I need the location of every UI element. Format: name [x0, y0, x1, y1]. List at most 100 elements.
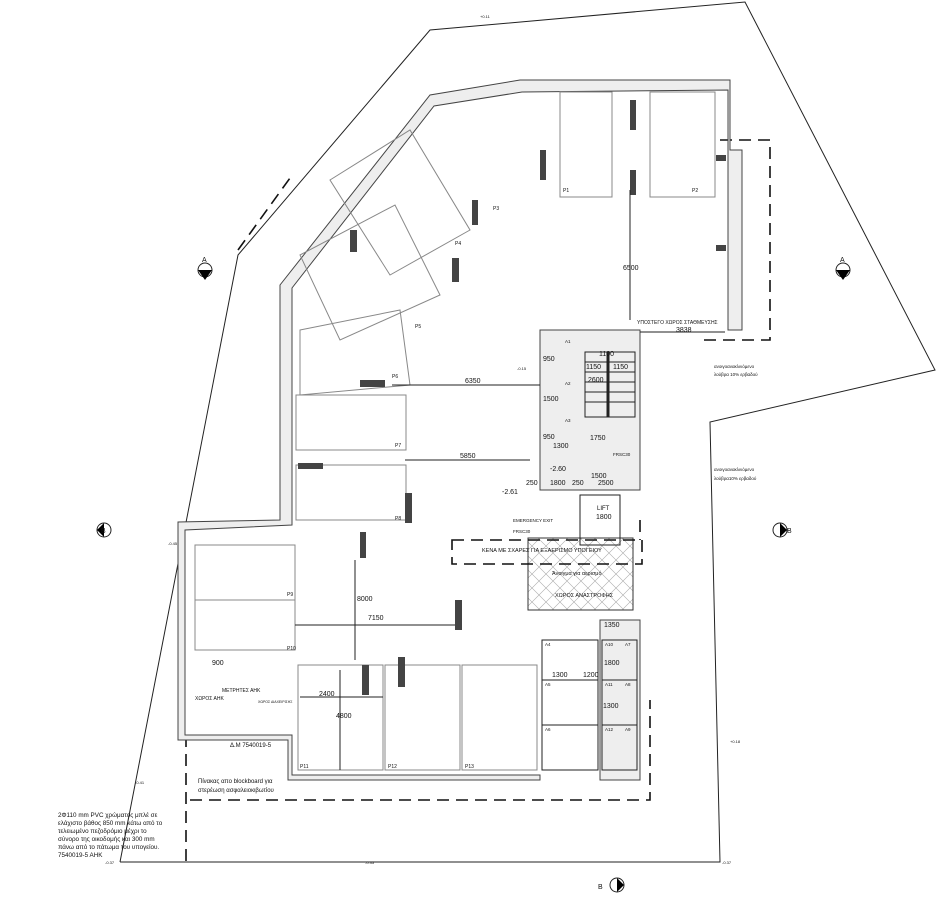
level-labels: -2.60 -2.61 -0.15 +0.11 -0.41 -0.37 -0.3… [105, 14, 741, 865]
dim: 1150 [613, 364, 628, 371]
level: -2.61 [502, 489, 518, 496]
storage-label: A4 [545, 642, 551, 647]
dim: 2400 [319, 691, 335, 698]
dim: 1100 [599, 351, 614, 358]
louvre-note-1a: ανοιγοανακλινόμενο [714, 363, 755, 369]
dim: 2600 [588, 377, 604, 384]
pipe-note-line: 2Φ110 mm PVC χρώματος μπλέ σε [58, 811, 158, 819]
dim: 1150 [586, 364, 601, 371]
section-b-left: B [101, 528, 106, 535]
dim: 7150 [368, 615, 384, 622]
eac-room-label: ΧΩΡΟΣ ΑΗΚ [195, 696, 224, 702]
ventilation-opening-label: Άνοιγμα για αερισμό [552, 570, 602, 577]
section-b-bottom: B [598, 884, 603, 891]
dim: 250 [526, 480, 538, 487]
columns [298, 100, 726, 695]
dim: 1800 [604, 660, 620, 667]
parking-label: P1 [563, 188, 569, 194]
parking-label: P11 [300, 764, 309, 770]
pipe-note-line: ελάχιστο βάθος 850 mm κάτω από το [58, 819, 163, 827]
dim: 1300 [603, 703, 619, 710]
louvre-note-2a: ανοιγοανακλινόμενο [714, 466, 755, 472]
storage-label: A5 [545, 682, 551, 687]
dim: 2500 [598, 480, 614, 487]
covered-parking-label: ΥΠΟΣΤΕΓΟ ΧΩΡΟΣ ΣΤΑΘΜΕΥΣΗΣ [637, 320, 718, 326]
storage-label: A6 [545, 727, 551, 732]
parking-label: P3 [493, 206, 499, 212]
dim: 1200 [583, 672, 599, 679]
storage-label: A1 [565, 339, 571, 344]
storage-label: A9 [625, 727, 631, 732]
dim: 900 [212, 660, 224, 667]
parking-label: P13 [465, 764, 474, 770]
dim: 1500 [543, 396, 559, 403]
turning-area-label: ΧΩΡΟΣ ΑΝΑΣΤΡΟΦΗΣ [555, 593, 614, 599]
level: -0.41 [135, 780, 145, 785]
ventilation-grille-zone [451, 539, 643, 565]
dim: 1300 [552, 672, 568, 679]
parking-label: P9 [287, 592, 293, 598]
dim: 8000 [357, 596, 373, 603]
fire-rating-label: FRSC30 [513, 529, 531, 534]
lift-label: LIFT [597, 506, 610, 512]
turning-area [527, 537, 634, 611]
pipe-note-line: 7540019-5 ΑΗΚ [58, 852, 103, 859]
blockboard-note-2: στερέωση ασφαλειοκιβωτίου [198, 787, 274, 794]
dim: 5850 [460, 453, 476, 460]
dim: 1350 [604, 622, 620, 629]
storage-label: A2 [565, 381, 571, 386]
parking-label: P6 [392, 374, 398, 380]
section-a-right: A [840, 257, 845, 264]
parking-label: P8 [395, 516, 401, 522]
parking-label: P7 [395, 443, 401, 449]
dimension-lines [295, 190, 725, 770]
storage-units [541, 639, 638, 771]
dim: 6350 [465, 378, 481, 385]
dim: 950 [543, 356, 555, 363]
storage-label: A7 [625, 642, 631, 647]
storage-label: A10 [605, 642, 614, 647]
section-markers [96, 262, 851, 893]
storage-label: A8 [625, 682, 631, 687]
dim: 1750 [590, 435, 606, 442]
parking-label: P12 [388, 764, 397, 770]
level: -0.45 [168, 541, 178, 546]
ventilation-grilles-label: ΚΕΝΑ ΜΕ ΣΧΑΡΕΣ ΓΙΑ ΕΞΑΕΡΙΣΜΟ ΥΠΟΓΕΙΟΥ [482, 548, 602, 554]
parking-label: P5 [415, 324, 421, 330]
level: -0.37 [105, 860, 115, 865]
level: +0.11 [480, 14, 491, 19]
louvre-note-2b: λούβρα10% ερβαδού [714, 475, 757, 481]
section-a-left: A [202, 257, 207, 264]
dim: 250 [572, 480, 584, 487]
dim: 950 [543, 434, 555, 441]
parking-label: P4 [455, 241, 461, 247]
pipe-note-line: σύνορο της οικοδομής και 300 mm [58, 835, 155, 843]
excavation-outline [185, 139, 771, 862]
dim: 1800 [550, 480, 566, 487]
storage-label: A3 [565, 418, 571, 423]
level: -2.60 [550, 466, 566, 473]
eac-meters-label: ΜΕΤΡΗΤΕΣ ΑΗΚ [222, 688, 261, 694]
parking-labels: P1 P2 P3 P4 P5 P6 P7 P8 P9 P10 P11 P12 P… [287, 188, 698, 770]
pipe-note: 2Φ110 mm PVC χρώματος μπλέ σε ελάχιστο β… [58, 811, 163, 859]
dim: 4800 [336, 713, 352, 720]
building-walls [177, 79, 743, 781]
eac-small-label: ΧΩΡΟΣ ΔΙΑΧΕΙΡΙΣΗΣ [258, 700, 293, 704]
dim: 1800 [596, 514, 612, 521]
plot-boundary [119, 1, 936, 863]
level: -0.37 [722, 860, 732, 865]
storage-labels: A1 A2 A3 A4 A5 A6 A7 A8 A9 A10 A11 A12 [545, 339, 631, 732]
section-b-right: B [787, 528, 792, 535]
louvre-note-1b: λούβρα 10% ερβαδού [714, 371, 758, 377]
level: -0.35 [365, 860, 375, 865]
eac-account-label: Δ.Μ 7540019-5 [230, 743, 272, 749]
dim: 6500 [623, 265, 639, 272]
parking-label: P2 [692, 188, 698, 194]
pipe-note-line: τελειωμένο πεζοδρόμιο μέχρι το [58, 827, 147, 835]
parking-label: P10 [287, 646, 296, 652]
storage-label: A12 [605, 727, 614, 732]
dim: 1500 [591, 473, 607, 480]
storage-label: A11 [605, 682, 613, 687]
dimension-labels: 6500 3838 6350 5850 7150 8000 2400 4800 … [212, 265, 692, 720]
